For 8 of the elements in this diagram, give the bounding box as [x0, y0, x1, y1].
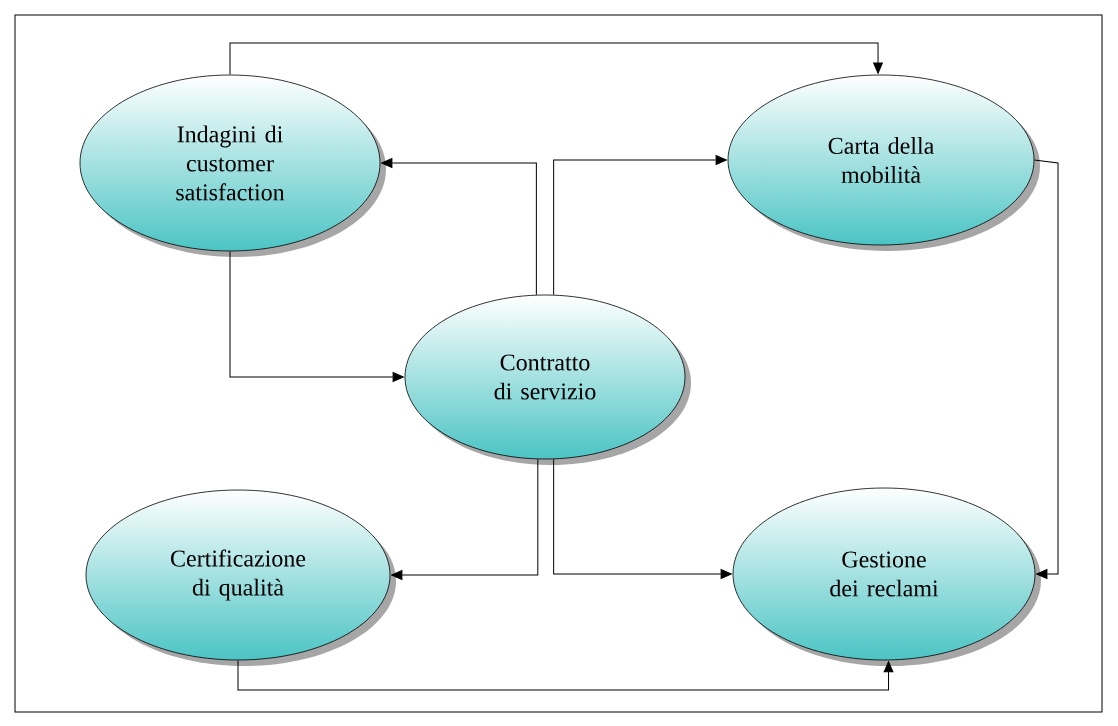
arrow [237, 659, 894, 691]
arrow [553, 458, 732, 579]
arrow [229, 42, 883, 76]
arrow [229, 250, 404, 382]
arrow [1033, 159, 1059, 579]
arrow [553, 155, 727, 296]
arrow [391, 458, 539, 580]
arrow [381, 158, 537, 296]
